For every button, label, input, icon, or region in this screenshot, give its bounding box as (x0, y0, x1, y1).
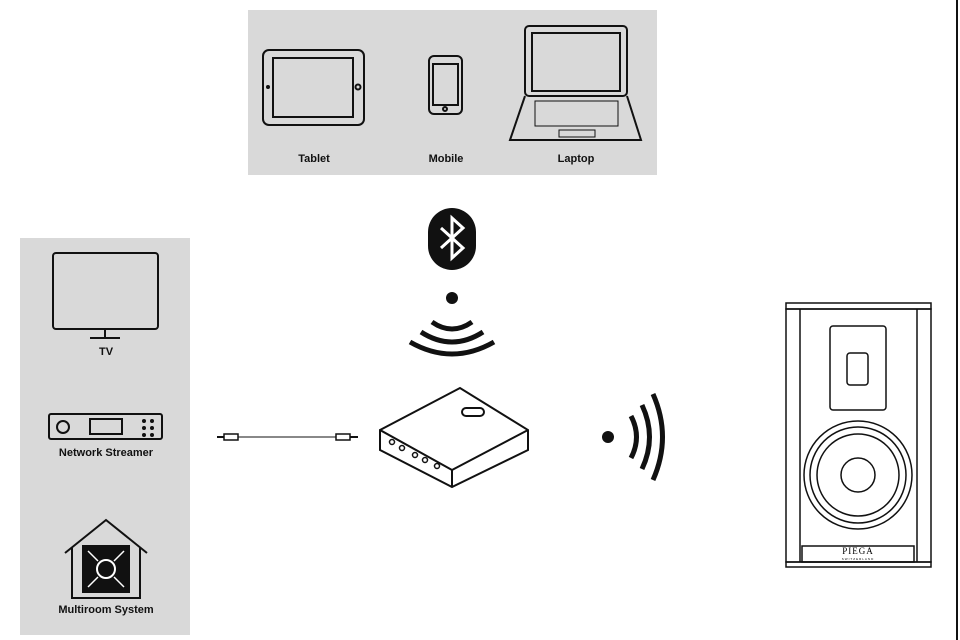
mobile-label: Mobile (428, 153, 464, 165)
speaker-brand-logo: PIEGA (842, 546, 874, 556)
tablet-icon (262, 49, 365, 126)
multiroom-system-label: Multiroom System (58, 604, 154, 616)
wireless-signal-right-icon (602, 392, 665, 482)
network-streamer-icon (48, 413, 163, 440)
multiroom-house-icon (64, 518, 148, 599)
laptop-label: Laptop (557, 153, 595, 165)
wireless-signal-down-icon (408, 292, 496, 357)
audio-cable-icon (217, 433, 358, 441)
piega-speaker-icon (785, 302, 932, 568)
laptop-icon (508, 25, 643, 141)
right-border-line (956, 0, 958, 640)
bluetooth-icon (428, 208, 476, 270)
mobile-icon (428, 55, 463, 115)
tv-icon (52, 252, 159, 339)
tv-label: TV (98, 346, 114, 358)
wireless-hub-device (379, 386, 529, 489)
portable-devices-panel (248, 10, 657, 175)
network-streamer-label: Network Streamer (58, 447, 154, 459)
tablet-label: Tablet (298, 153, 330, 165)
speaker-brand-sub: SWITZERLAND (841, 557, 875, 561)
